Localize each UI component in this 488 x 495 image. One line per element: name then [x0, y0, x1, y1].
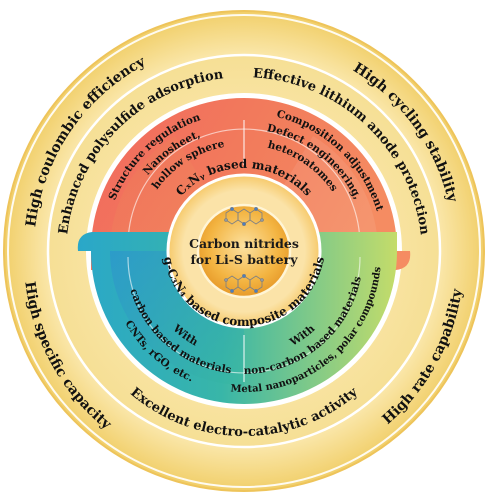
center-title-line2: for Li-S battery	[191, 252, 299, 267]
middle-ring-border	[46, 53, 442, 449]
molecule-structure-icon	[224, 206, 264, 294]
center-circle	[196, 203, 292, 299]
center-title-line1: Carbon nitrides	[189, 236, 299, 251]
center-ring-border	[166, 173, 322, 329]
outer-ring-border	[7, 14, 481, 488]
